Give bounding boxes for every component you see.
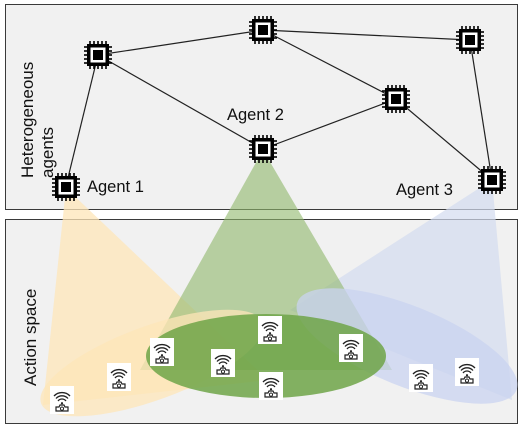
heterogeneous-agents-label: Heterogeneous agents: [18, 61, 57, 178]
wireless-device-icon: [257, 315, 283, 345]
wireless-device-icon: [149, 337, 175, 367]
wireless-device-icon: [408, 363, 434, 393]
wireless-device-icon: [49, 385, 75, 415]
wireless-device-icon: [454, 357, 480, 387]
agent-graph-edges: [65, 29, 493, 187]
microchip-icon: [83, 40, 113, 70]
microchip-icon: [455, 25, 485, 55]
edge: [395, 98, 493, 181]
wireless-device-icon: [338, 333, 364, 363]
agent1-label: Agent 1: [87, 178, 144, 196]
agent2-label: Agent 2: [227, 106, 284, 124]
edge: [262, 29, 397, 100]
agent2-ellipse: [146, 314, 386, 398]
edge: [262, 29, 471, 41]
edge: [65, 54, 99, 187]
wireless-device-icon: [258, 371, 284, 401]
edge: [469, 39, 493, 181]
wireless-device-icon: [106, 362, 132, 392]
microchip-icon: [381, 84, 411, 114]
action-space-label: Action space: [21, 288, 40, 386]
microchip-icon: [248, 15, 278, 45]
agent3-label: Agent 3: [396, 181, 453, 199]
edge: [97, 29, 264, 56]
wireless-device-icon: [210, 348, 236, 378]
agent2-microchip-icon: [248, 134, 278, 164]
edge: [262, 98, 397, 150]
agent3-microchip-icon: [477, 165, 507, 195]
edge: [97, 54, 264, 150]
